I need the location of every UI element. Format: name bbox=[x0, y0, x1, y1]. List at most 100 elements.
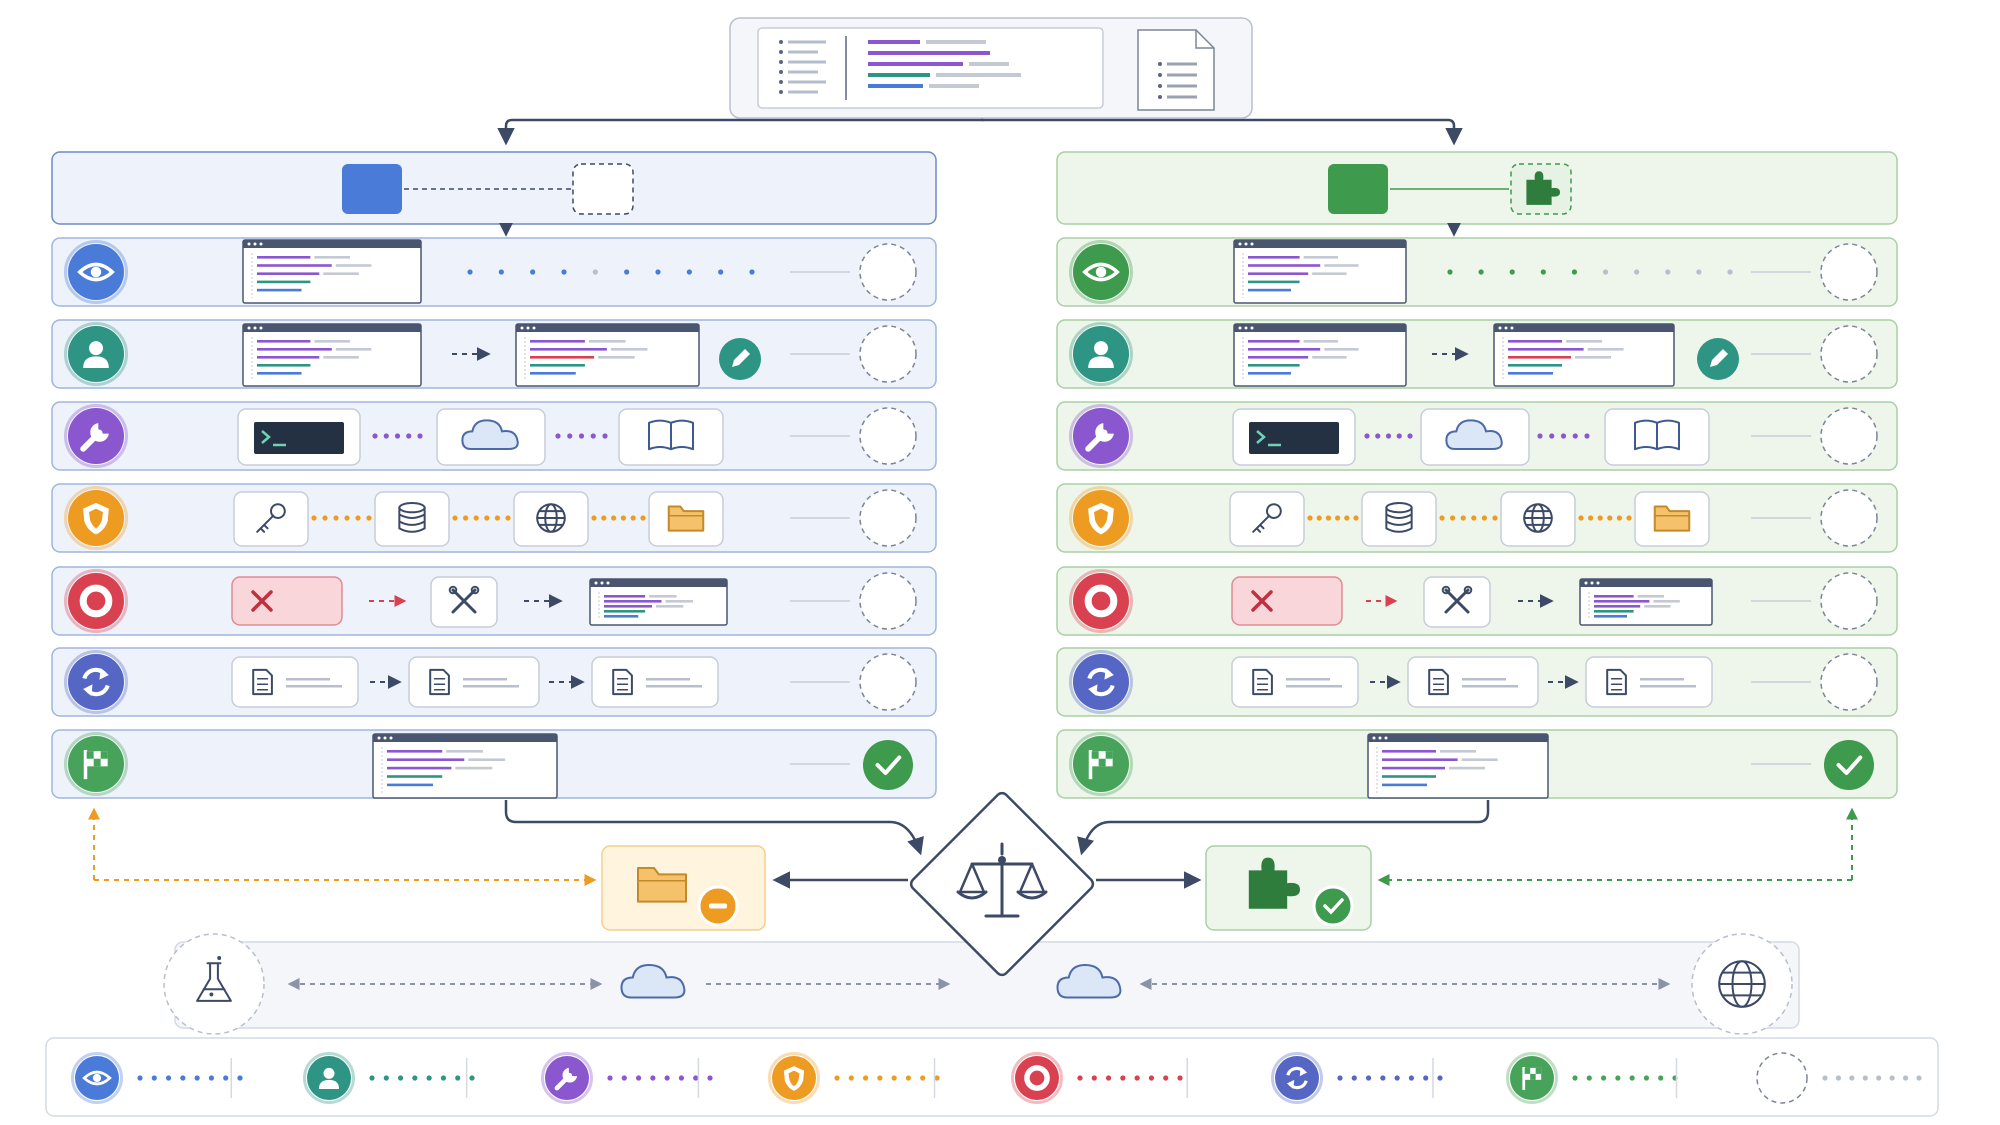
user-icon-glyph bbox=[318, 1067, 340, 1089]
user-icon-glyph bbox=[1088, 341, 1114, 368]
key-icon-art bbox=[1252, 503, 1282, 533]
check-circle-icon bbox=[863, 740, 913, 790]
title-bar bbox=[243, 324, 421, 332]
merge-connectors bbox=[88, 800, 1858, 889]
row-security bbox=[51, 483, 937, 553]
folder-icon bbox=[667, 505, 705, 532]
document-box bbox=[1407, 656, 1539, 708]
legend-item bbox=[1506, 1052, 1678, 1104]
row-observe bbox=[51, 237, 937, 307]
book-icon-art bbox=[648, 419, 694, 451]
dotted-line bbox=[591, 515, 646, 521]
legend-dots bbox=[1572, 1075, 1678, 1081]
folder-icon bbox=[1653, 505, 1691, 532]
error-x-icon bbox=[231, 576, 343, 626]
book-icon-art bbox=[1634, 419, 1680, 451]
tools-icon bbox=[1441, 585, 1473, 614]
row-user bbox=[51, 319, 937, 389]
title-bar bbox=[243, 240, 421, 248]
legend-dots bbox=[1822, 1075, 1922, 1081]
document-icon-art bbox=[1252, 668, 1273, 696]
key-icon bbox=[1252, 503, 1282, 533]
top-document-panel bbox=[729, 17, 1253, 119]
wrench-icon bbox=[541, 1052, 593, 1104]
title-bar bbox=[590, 579, 727, 587]
row-security bbox=[1056, 483, 1898, 553]
folder-icon-art bbox=[667, 505, 705, 532]
document-icon-art bbox=[429, 668, 450, 696]
legend-dots bbox=[369, 1075, 475, 1081]
legend-dots bbox=[137, 1075, 243, 1081]
pencil-icon bbox=[1697, 338, 1739, 380]
document-icon-art bbox=[1606, 668, 1627, 696]
legend-dots bbox=[607, 1075, 713, 1081]
refresh-icon bbox=[1271, 1052, 1323, 1104]
shield-icon bbox=[64, 486, 128, 550]
finish-flag-icon bbox=[1069, 732, 1133, 796]
pending-circle-icon bbox=[1820, 325, 1878, 383]
code-window bbox=[1367, 733, 1549, 799]
left-column bbox=[51, 151, 937, 799]
book-icon bbox=[648, 419, 694, 451]
folder-icon-art bbox=[636, 866, 688, 903]
document-icon bbox=[1252, 668, 1273, 696]
lifebuoy-icon bbox=[64, 569, 128, 633]
cloud-icon bbox=[620, 963, 686, 999]
document-icon bbox=[429, 668, 450, 696]
legend-item bbox=[1271, 1052, 1443, 1104]
document-icon bbox=[612, 668, 633, 696]
document-icon-art bbox=[1428, 668, 1449, 696]
globe-icon-box bbox=[513, 491, 589, 547]
code-window bbox=[242, 239, 422, 304]
legend-dots bbox=[1077, 1075, 1183, 1081]
eye-icon bbox=[64, 240, 128, 304]
flask-icon-badge bbox=[163, 933, 265, 1035]
document-icon bbox=[1606, 668, 1627, 696]
user-icon bbox=[303, 1052, 355, 1104]
dotted-line bbox=[467, 269, 755, 275]
book-icon bbox=[1634, 419, 1680, 451]
document-icon-art bbox=[612, 668, 633, 696]
eye-icon-glyph bbox=[77, 262, 115, 282]
user-icon bbox=[1069, 322, 1133, 386]
row-recovery bbox=[51, 566, 937, 636]
lifebuoy-icon-glyph bbox=[1084, 584, 1118, 618]
cloud-icon-art bbox=[461, 419, 519, 450]
pending-circle-icon bbox=[859, 407, 917, 465]
cloud-icon bbox=[461, 419, 519, 450]
tools-icon-art bbox=[448, 585, 480, 614]
document-icon-art bbox=[252, 668, 273, 696]
lifebuoy-icon-glyph bbox=[79, 584, 113, 618]
check-circle-icon bbox=[1824, 740, 1874, 790]
dashed-square-icon bbox=[572, 163, 634, 215]
cloud-icon bbox=[1445, 419, 1503, 450]
pending-circle-icon bbox=[859, 489, 917, 547]
pencil-icon bbox=[719, 338, 761, 380]
document-icon bbox=[252, 668, 273, 696]
tools-icon-art bbox=[1441, 585, 1473, 614]
globe-icon-art bbox=[536, 503, 566, 533]
title-bar bbox=[1580, 579, 1712, 587]
database-icon-art bbox=[398, 502, 426, 533]
row-iterate bbox=[51, 647, 937, 717]
row-finish bbox=[1056, 729, 1898, 799]
document-box bbox=[1231, 656, 1359, 708]
cloud-icon-art bbox=[620, 963, 686, 999]
row-tools bbox=[1056, 401, 1898, 471]
legend-item bbox=[1011, 1052, 1188, 1104]
spec-document bbox=[757, 27, 1104, 109]
pending-circle-icon bbox=[1820, 243, 1878, 301]
row-finish bbox=[51, 729, 937, 799]
globe-icon bbox=[536, 503, 566, 533]
user-icon-glyph bbox=[83, 341, 109, 368]
finish-flag-icon-glyph bbox=[1522, 1066, 1542, 1090]
dotted-line bbox=[1578, 515, 1632, 521]
dotted-line bbox=[1364, 433, 1413, 439]
legend-item bbox=[541, 1052, 713, 1104]
key-icon bbox=[256, 503, 286, 533]
balance-scale-diamond bbox=[909, 791, 1095, 977]
title-bar bbox=[373, 734, 557, 742]
dotted-line bbox=[555, 433, 608, 439]
code-window-edited bbox=[515, 323, 700, 387]
right-merge-arrow bbox=[1077, 800, 1490, 856]
